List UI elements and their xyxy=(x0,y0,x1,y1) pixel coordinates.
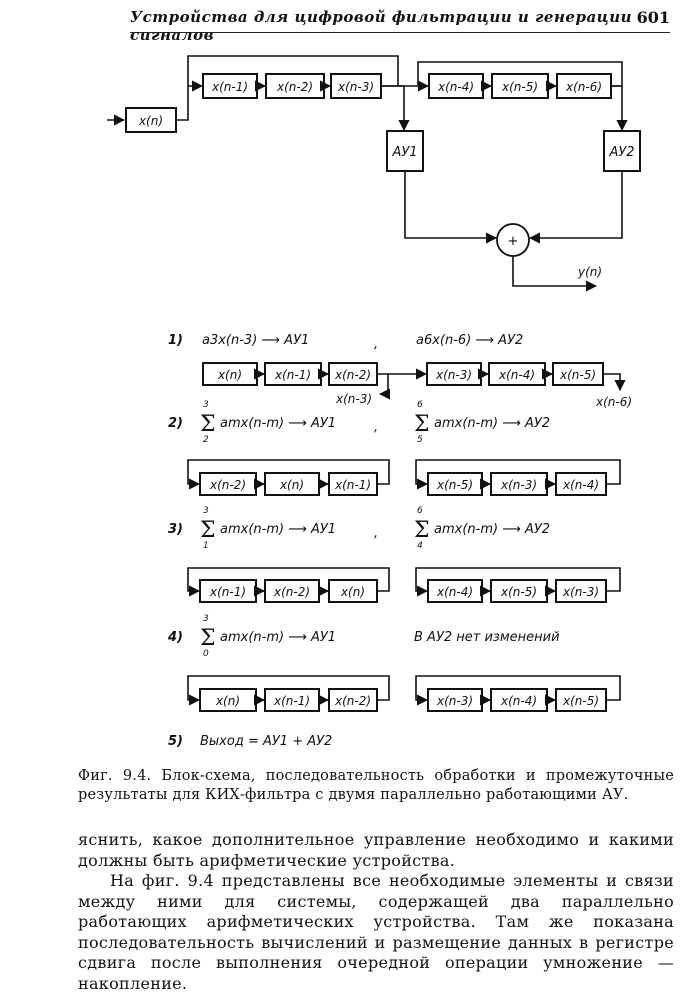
s1-right-label-1: x(n-3) xyxy=(435,368,472,382)
s3-right-label-3: x(n-3) xyxy=(562,585,599,599)
s3-left-label-2: x(n-2) xyxy=(273,585,310,599)
s2-right-label-3: x(n-4) xyxy=(562,478,599,492)
s2-left-label-3: x(n-1) xyxy=(334,478,371,492)
reg1-label-3: x(n-3) xyxy=(337,80,374,94)
s4-left-bottom: 0 xyxy=(203,649,209,659)
au2-to-adder xyxy=(528,171,623,244)
s3-left-bottom: 1 xyxy=(203,541,209,551)
s2-left-label-2: x(n) xyxy=(279,478,304,492)
s4-left-label-2: x(n-1) xyxy=(273,694,310,708)
step1-registers xyxy=(202,362,626,400)
block-diagram xyxy=(107,55,641,292)
s3-right-label-2: x(n-5) xyxy=(500,585,537,599)
s1-right-label-3: x(n-5) xyxy=(559,368,596,382)
s1-sep: , xyxy=(374,337,378,352)
s1-left-label-3: x(n-2) xyxy=(334,368,371,382)
s1-right-out-label: x(n-6) xyxy=(595,395,632,409)
s3-sep: , xyxy=(374,526,378,541)
s3-right-sigma: Σ xyxy=(414,518,430,543)
reg2-to-au2 xyxy=(611,85,628,132)
s2-left-sigma: Σ xyxy=(200,412,216,437)
reg1-label-1: x(n-1) xyxy=(211,80,248,94)
s4-left-loop xyxy=(187,675,390,706)
s1-right-out xyxy=(603,373,626,392)
running-header: Устройства для цифровой фильтрации и ген… xyxy=(130,8,670,44)
s1-right-label-2: x(n-4) xyxy=(498,368,535,382)
s2-left-label-1: x(n-2) xyxy=(209,478,246,492)
s2-right-label-1: x(n-5) xyxy=(436,478,473,492)
paragraph-2: На фиг. 9.4 представлены все необходимые… xyxy=(78,871,674,993)
s3-right-loop xyxy=(415,567,621,597)
s4-left-expr: amx(n-m) ⟶ АУ1 xyxy=(220,630,336,645)
s5-num: 5) xyxy=(168,734,183,749)
paragraph-1: яснить, какое дополнительное управление … xyxy=(78,830,674,870)
header-rule xyxy=(130,32,670,33)
s2-right-sigma: Σ xyxy=(414,412,430,437)
s4-right-label-2: x(n-4) xyxy=(500,694,537,708)
page-number: 601 xyxy=(636,8,670,27)
adder-label: + xyxy=(508,234,519,249)
s2-left-loop xyxy=(187,459,390,490)
s2-right-expr: amx(n-m) ⟶ АУ2 xyxy=(434,416,550,431)
figure-caption: Фиг. 9.4. Блок-схема, последовательность… xyxy=(78,768,674,803)
au1-label: АУ1 xyxy=(391,145,417,160)
reg2-label-2: x(n-5) xyxy=(501,80,538,94)
body-text: яснить, какое дополнительное управление … xyxy=(78,830,674,994)
s3-left-loop xyxy=(187,567,390,597)
s4-right-label-1: x(n-3) xyxy=(436,694,473,708)
step3-registers xyxy=(187,567,621,603)
s1-num: 1) xyxy=(168,333,183,348)
s4-left-top: 3 xyxy=(203,614,209,624)
reg1-to-au1 xyxy=(381,85,410,132)
s4-right-label-3: x(n-5) xyxy=(562,694,599,708)
s4-left-sigma: Σ xyxy=(200,626,216,651)
output-label: y(n) xyxy=(577,265,602,279)
s4-right-loop xyxy=(415,675,621,706)
s2-left-top: 3 xyxy=(203,400,209,410)
s4-left-label-1: x(n) xyxy=(215,694,240,708)
s3-num: 3) xyxy=(168,522,183,537)
running-title: Устройства для цифровой фильтрации и ген… xyxy=(130,8,633,44)
s3-left-top: 3 xyxy=(203,506,209,516)
au1-to-adder xyxy=(404,171,498,244)
input-feed-line xyxy=(176,80,204,121)
s4-right-text: В АУ2 нет изменений xyxy=(414,630,560,645)
s1-left-label-1: x(n) xyxy=(217,368,242,382)
input-label: x(n) xyxy=(138,114,163,128)
step4-registers xyxy=(187,675,621,712)
s2-left-expr: amx(n-m) ⟶ АУ1 xyxy=(220,416,336,431)
s2-sep: , xyxy=(374,420,378,435)
s3-left-label-3: x(n) xyxy=(340,585,365,599)
s4-num: 4) xyxy=(167,630,183,645)
s5-text: Выход = АУ1 + АУ2 xyxy=(200,734,332,749)
s2-right-top: 6 xyxy=(417,400,423,410)
s4-left-label-3: x(n-2) xyxy=(334,694,371,708)
s3-right-label-1: x(n-4) xyxy=(436,585,473,599)
s2-right-bottom: 5 xyxy=(417,435,423,445)
s1-left-out-label: x(n-3) xyxy=(335,392,372,406)
s2-right-label-2: x(n-3) xyxy=(500,478,537,492)
s1-left-out xyxy=(377,373,391,400)
s1-left-label-2: x(n-1) xyxy=(274,368,311,382)
s3-right-expr: amx(n-m) ⟶ АУ2 xyxy=(434,522,550,537)
s1-left-expr: a3x(n-3) ⟶ АУ1 xyxy=(202,333,309,348)
reg2-label-1: x(n-4) xyxy=(437,80,474,94)
output-arrow xyxy=(512,256,598,292)
s2-left-bottom: 2 xyxy=(203,435,209,445)
s2-num: 2) xyxy=(168,416,183,431)
s3-right-top: 6 xyxy=(417,506,423,516)
s2-right-loop xyxy=(415,459,621,490)
reg1-label-2: x(n-2) xyxy=(276,80,313,94)
s3-left-sigma: Σ xyxy=(200,518,216,543)
step2-registers xyxy=(187,459,621,496)
s3-right-bottom: 4 xyxy=(417,541,423,551)
s1-right-expr: a6x(n-6) ⟶ АУ2 xyxy=(416,333,523,348)
reg2-label-3: x(n-6) xyxy=(565,80,602,94)
au2-label: АУ2 xyxy=(608,145,634,160)
s3-left-label-1: x(n-1) xyxy=(209,585,246,599)
s3-left-expr: amx(n-m) ⟶ АУ1 xyxy=(220,522,336,537)
figure-9-4: x(n) x(n-1) x(n-2) x(n-3) x(n-4) x(n-5) … xyxy=(107,55,641,749)
